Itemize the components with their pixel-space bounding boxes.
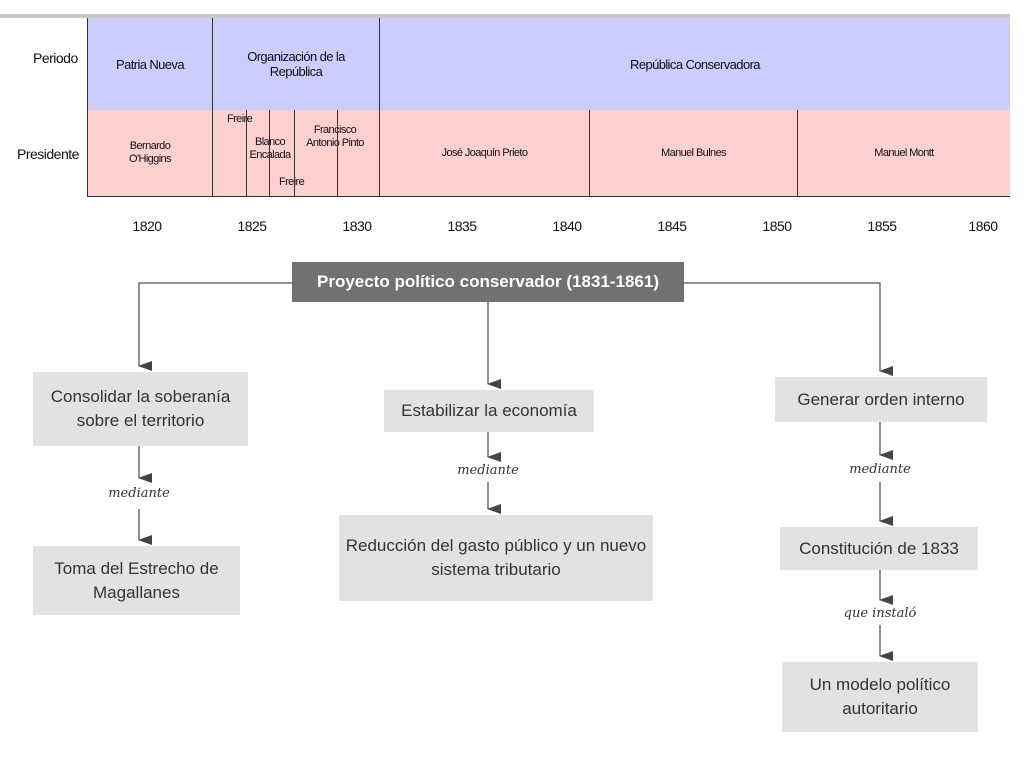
row-label-presidente: Presidente (17, 146, 79, 162)
year-label: 1835 (447, 218, 477, 234)
goal-box-soberania: Consolidar la soberanía sobre el territo… (33, 372, 248, 446)
top-divider (0, 14, 1010, 18)
period-patria-nueva: Patria Nueva (87, 18, 212, 110)
president-montt: Manuel Montt (797, 110, 1010, 196)
president-pinto: Francisco Antonio Pinto (306, 124, 364, 149)
result-box-constitucion: Constitución de 1833 (780, 527, 978, 570)
divider-line (337, 110, 338, 196)
year-label: 1830 (342, 218, 372, 234)
branch-arrow (138, 282, 292, 371)
timeline-axis (87, 196, 1010, 197)
result-box-gasto-publico: Reducción del gasto público y un nuevo s… (339, 515, 653, 601)
result-box-magallanes: Toma del Estrecho de Magallanes (33, 546, 240, 615)
president-prieto: José Joaquín Prieto (379, 110, 589, 196)
president-freire-2: Freire (279, 176, 305, 188)
president-blanco-encalada: Blanco Encalada (248, 136, 292, 162)
divider-line (269, 110, 270, 196)
year-label: 1820 (132, 218, 162, 234)
year-label: 1845 (657, 218, 687, 234)
connector-que-instalo: que instaló (843, 606, 917, 621)
row-label-periodo: Periodo (33, 50, 78, 66)
divider-line (246, 110, 247, 196)
year-label: 1825 (237, 218, 267, 234)
president-bulnes: Manuel Bulnes (589, 110, 797, 196)
result-box-modelo-autoritario: Un modelo político autoritario (782, 662, 978, 732)
connector-mediante: mediante (849, 462, 911, 477)
year-label: 1860 (968, 218, 998, 234)
period-republica-conservadora: República Conservadora (379, 18, 1010, 110)
goal-box-orden-interno: Generar orden interno (775, 377, 987, 422)
divider-line (294, 110, 295, 196)
year-label: 1850 (762, 218, 792, 234)
president-freire-1: Freire (227, 113, 253, 125)
president-cluster-cell (212, 110, 379, 196)
main-title-box: Proyecto político conservador (1831-1861… (292, 262, 684, 302)
branch-arrow (684, 282, 893, 376)
connector-mediante: mediante (457, 463, 519, 478)
goal-box-economia: Estabilizar la economía (384, 390, 594, 432)
year-label: 1840 (552, 218, 582, 234)
year-label: 1855 (867, 218, 897, 234)
president-ohiggins: Bernardo O'Higgins (87, 110, 212, 196)
period-organizacion: Organización de la República (212, 18, 379, 110)
connector-mediante: mediante (108, 486, 170, 501)
